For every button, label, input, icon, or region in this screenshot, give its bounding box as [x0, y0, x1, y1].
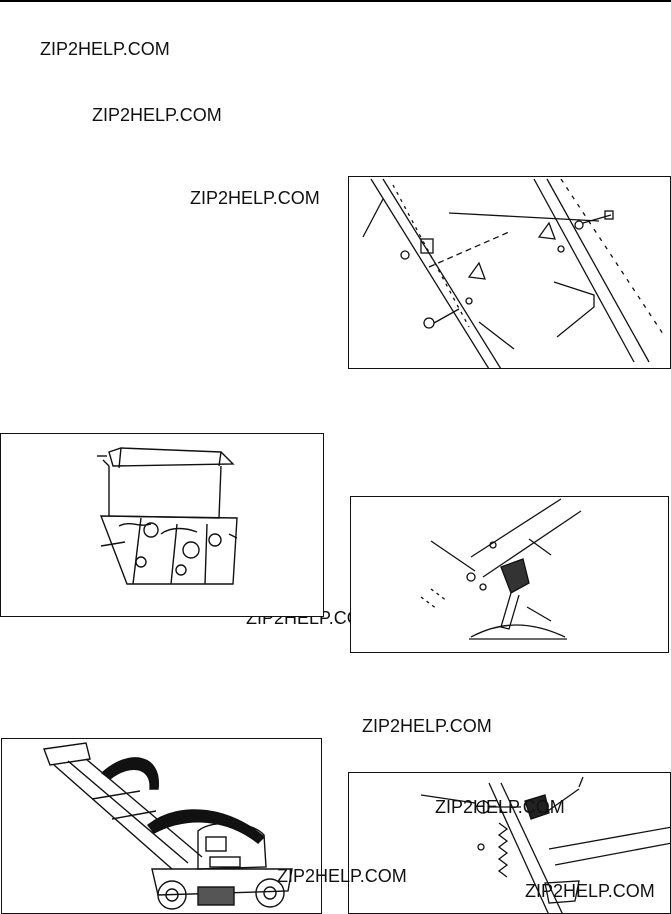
watermark-8: ZIP2HELP.COM: [277, 866, 407, 886]
figure-handle-bolt-assembly: [348, 176, 671, 369]
watermark-1: ZIP2HELP.COM: [40, 39, 170, 59]
figure-handle-lever: [350, 496, 669, 653]
handle-lever-drawing: [420, 498, 582, 640]
figure-mower-handle-fold: [1, 738, 322, 914]
mower-handle-fold-drawing: [43, 742, 293, 910]
engine-shroud-drawing: [97, 447, 238, 585]
watermark-3: ZIP2HELP.COM: [190, 188, 320, 208]
top-rule: [0, 0, 671, 2]
figure-engine-shroud: [0, 433, 324, 617]
watermark-2: ZIP2HELP.COM: [92, 105, 222, 125]
watermark-6: ZIP2HELP.COM: [362, 716, 492, 736]
watermark-7: ZIP2HELP.COM: [435, 797, 565, 817]
handle-knob-detail-drawing: [420, 776, 670, 913]
handle-bolt-assembly-drawing: [362, 178, 666, 368]
watermark-9: ZIP2HELP.COM: [525, 881, 655, 901]
